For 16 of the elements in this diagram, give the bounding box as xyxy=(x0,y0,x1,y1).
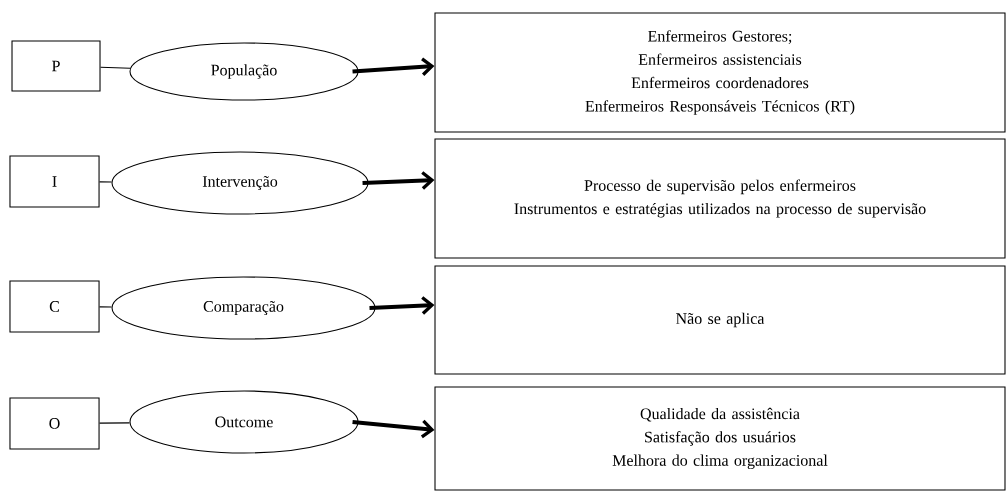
connector-line xyxy=(100,66,131,69)
letter-box: P xyxy=(11,40,101,92)
letter-box: C xyxy=(9,280,100,333)
letter-box: I xyxy=(9,155,100,208)
text-box: Processo de supervisão pelos enfermeiros Instrumentos e estratégias utilizados na processo de supervisão xyxy=(434,138,1006,259)
connector-line xyxy=(99,181,113,183)
letter-box: O xyxy=(9,397,100,450)
arrow xyxy=(362,171,435,190)
arrow xyxy=(352,57,435,76)
arrow xyxy=(352,419,435,439)
text-box: Qualidade da assistência Satisfação dos usuários Melhora do clima organizacional xyxy=(434,386,1006,491)
connector-line xyxy=(99,306,113,308)
text-box: Enfermeiros Gestores; Enfermeiros assistenciais Enfermeiros coordenadores Enfermeiros Responsáveis Técnicos (RT) xyxy=(434,12,1006,133)
text-box: Não se aplica xyxy=(434,265,1006,375)
arrow xyxy=(369,296,435,315)
connector-line xyxy=(99,422,131,424)
